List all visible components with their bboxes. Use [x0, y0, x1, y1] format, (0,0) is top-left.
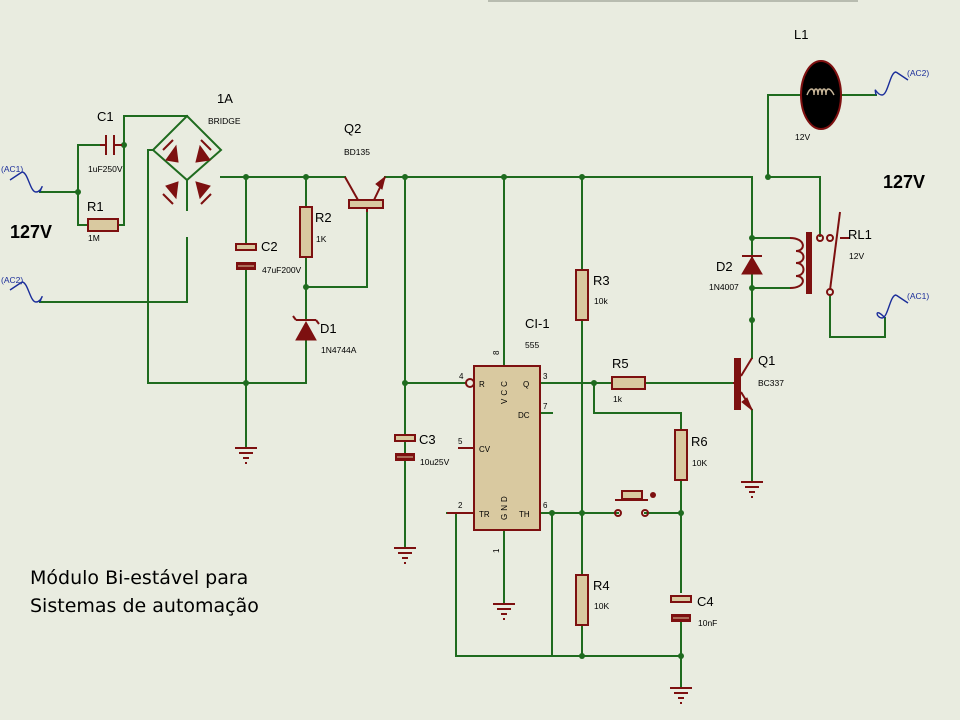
r3-ref: R3 — [593, 273, 610, 288]
zener-diode-d1 — [292, 315, 320, 341]
terminal-ac2-left: (AC2) — [1, 275, 23, 285]
ic-pin-4: 4 — [459, 372, 464, 381]
r6-value: 10K — [692, 458, 707, 468]
capacitor-c4 — [670, 595, 692, 622]
r2-value: 1K — [316, 234, 327, 244]
ic-pin-2: 2 — [458, 501, 463, 510]
ic-pin-cv: CV — [479, 445, 491, 454]
ic-pin-th: TH — [519, 510, 530, 519]
d1-value: 1N4744A — [321, 345, 357, 355]
c3-value: 10u25V — [420, 457, 450, 467]
bridge-value: BRIDGE — [208, 116, 241, 126]
q1-ref: Q1 — [758, 353, 775, 368]
c1-value: 1uF250V — [88, 164, 123, 174]
caption-line-2: Sistemas de automação — [30, 595, 259, 617]
terminal-ac2-right: (AC2) — [907, 68, 929, 78]
c4-value: 10nF — [698, 618, 717, 628]
ic-pin-dc: DC — [518, 411, 530, 420]
caption-line-1: Módulo Bi-estável para — [30, 567, 248, 589]
capacitor-c3 — [394, 434, 416, 461]
resistor-r1 — [87, 218, 119, 232]
r6-ref: R6 — [691, 434, 708, 449]
c4-ref: C4 — [697, 594, 714, 609]
transistor-q1 — [733, 357, 753, 411]
bridge-rectifier-1a — [162, 139, 212, 205]
r3-value: 10k — [594, 296, 608, 306]
ci1-ref: CI-1 — [525, 316, 550, 331]
ic-555-ci1 — [447, 365, 541, 531]
r4-ref: R4 — [593, 578, 610, 593]
ground-symbols — [235, 447, 763, 704]
r4-value: 10K — [594, 601, 609, 611]
r2-ref: R2 — [315, 210, 332, 225]
r5-ref: R5 — [612, 356, 629, 371]
r1-value: 1M — [88, 233, 100, 243]
l1-value: 12V — [795, 132, 810, 142]
capacitor-c1 — [100, 135, 122, 155]
ic-pin-1: 1 — [492, 548, 501, 553]
r5-value: 1k — [613, 394, 623, 404]
ic-pin-6: 6 — [543, 501, 548, 510]
c2-ref: C2 — [261, 239, 278, 254]
bridge-ref: 1A — [217, 91, 233, 106]
ic-pin-3: 3 — [543, 372, 548, 381]
resistor-r2 — [299, 206, 313, 258]
ic-pin-5: 5 — [458, 437, 463, 446]
d1-ref: D1 — [320, 321, 337, 336]
d2-value: 1N4007 — [709, 282, 739, 292]
pushbutton-switch — [614, 490, 656, 517]
ic-pin-7: 7 — [543, 402, 548, 411]
l1-ref: L1 — [794, 27, 808, 42]
ac-terminals — [9, 71, 909, 319]
voltage-label-left: 127V — [10, 222, 52, 242]
ic-pin-tr: TR — [479, 510, 490, 519]
resistor-r4 — [575, 574, 589, 626]
resistor-r3 — [575, 269, 589, 321]
diode-d2 — [741, 255, 763, 275]
terminal-ac1-right: (AC1) — [907, 291, 929, 301]
c1-ref: C1 — [97, 109, 114, 124]
c2-value: 47uF200V — [262, 265, 302, 275]
junctions — [75, 142, 771, 659]
capacitor-c2 — [235, 243, 257, 270]
transistor-q2 — [344, 175, 386, 212]
d2-ref: D2 — [716, 259, 733, 274]
r1-ref: R1 — [87, 199, 104, 214]
ic-pin-vcc: VCC — [500, 378, 509, 404]
rl1-value: 12V — [849, 251, 864, 261]
relay-rl1 — [789, 211, 850, 296]
ic-pin-8: 8 — [492, 350, 501, 355]
terminal-ac1-left: (AC1) — [1, 164, 23, 174]
resistor-r5 — [611, 376, 646, 390]
ic-pin-r: R — [479, 380, 485, 389]
c3-ref: C3 — [419, 432, 436, 447]
rl1-ref: RL1 — [848, 227, 872, 242]
q2-ref: Q2 — [344, 121, 361, 136]
q1-value: BC337 — [758, 378, 784, 388]
voltage-label-right: 127V — [883, 172, 925, 192]
resistor-r6 — [674, 429, 688, 481]
q2-value: BD135 — [344, 147, 370, 157]
ic-pin-gnd: GND — [500, 493, 509, 520]
ci1-value: 555 — [525, 340, 539, 350]
ic-pin-q: Q — [523, 380, 529, 389]
lamp-l1 — [800, 60, 842, 130]
